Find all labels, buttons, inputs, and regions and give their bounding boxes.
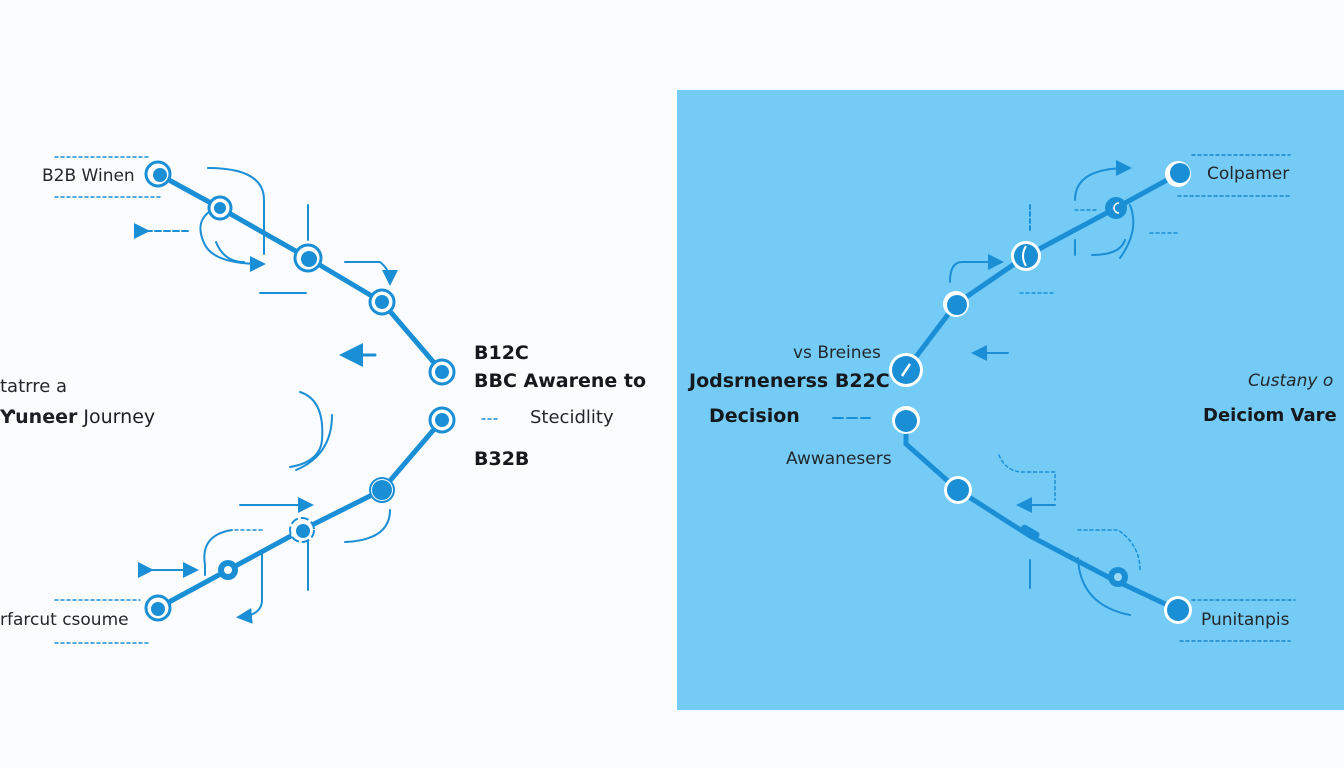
node-icon[interactable] [368, 288, 396, 316]
left-top-label: B2B Winen [42, 166, 135, 186]
node-icon[interactable] [293, 243, 323, 273]
center-label-b32b: B32B [474, 448, 530, 470]
node-icon[interactable] [428, 406, 456, 434]
node-icon[interactable] [892, 406, 920, 434]
node-icon[interactable] [944, 476, 972, 504]
center-label-awareness: BBC Awarene to [474, 370, 647, 392]
left-journey-path [54, 156, 501, 644]
right-edge-label-custany: Custany o [1248, 371, 1334, 391]
left-title-regular: Journey [83, 406, 156, 428]
center-label-stecidlity: Stecidlity [530, 407, 614, 428]
node-icon[interactable] [943, 291, 969, 317]
center-label-b12c: B12C [474, 342, 529, 364]
right-journey-path [832, 154, 1296, 642]
node-icon[interactable] [289, 517, 315, 543]
right-edge-label-deiciom: Deiciom Vare [1203, 405, 1337, 426]
node-icon[interactable] [1164, 596, 1192, 624]
node-icon[interactable] [1108, 567, 1128, 587]
right-label-decision: Decision [709, 405, 800, 427]
right-label-jodsrnenerss: Jodsrnenerss B22C [689, 370, 890, 392]
right-top-label: Colpamer [1207, 164, 1290, 184]
node-icon[interactable] [218, 560, 238, 580]
left-title-line2: Ƴuneer Journey [0, 408, 155, 427]
left-title-bold: Ƴuneer [0, 406, 78, 428]
right-panel [677, 90, 1344, 710]
right-journey-nodes [889, 161, 1192, 624]
left-bottom-label: rfarcut csoume [0, 610, 129, 630]
node-icon[interactable] [428, 358, 456, 386]
right-label-awwanesers: Awwanesers [786, 449, 892, 469]
right-bottom-label: Punitanpis [1201, 610, 1290, 630]
node-icon[interactable] [144, 594, 172, 622]
node-icon[interactable] [144, 160, 172, 188]
node-icon[interactable] [1165, 161, 1191, 187]
node-icon[interactable] [1019, 524, 1040, 541]
node-icon[interactable] [207, 195, 233, 221]
right-label-vs-breines: vs Breines [793, 343, 881, 363]
left-title-line1: tatrre a [0, 376, 68, 397]
node-icon[interactable] [369, 477, 395, 503]
left-journey-nodes [144, 160, 456, 622]
node-icon[interactable] [1105, 197, 1127, 219]
node-icon[interactable] [1011, 241, 1041, 271]
node-icon[interactable] [889, 353, 923, 387]
